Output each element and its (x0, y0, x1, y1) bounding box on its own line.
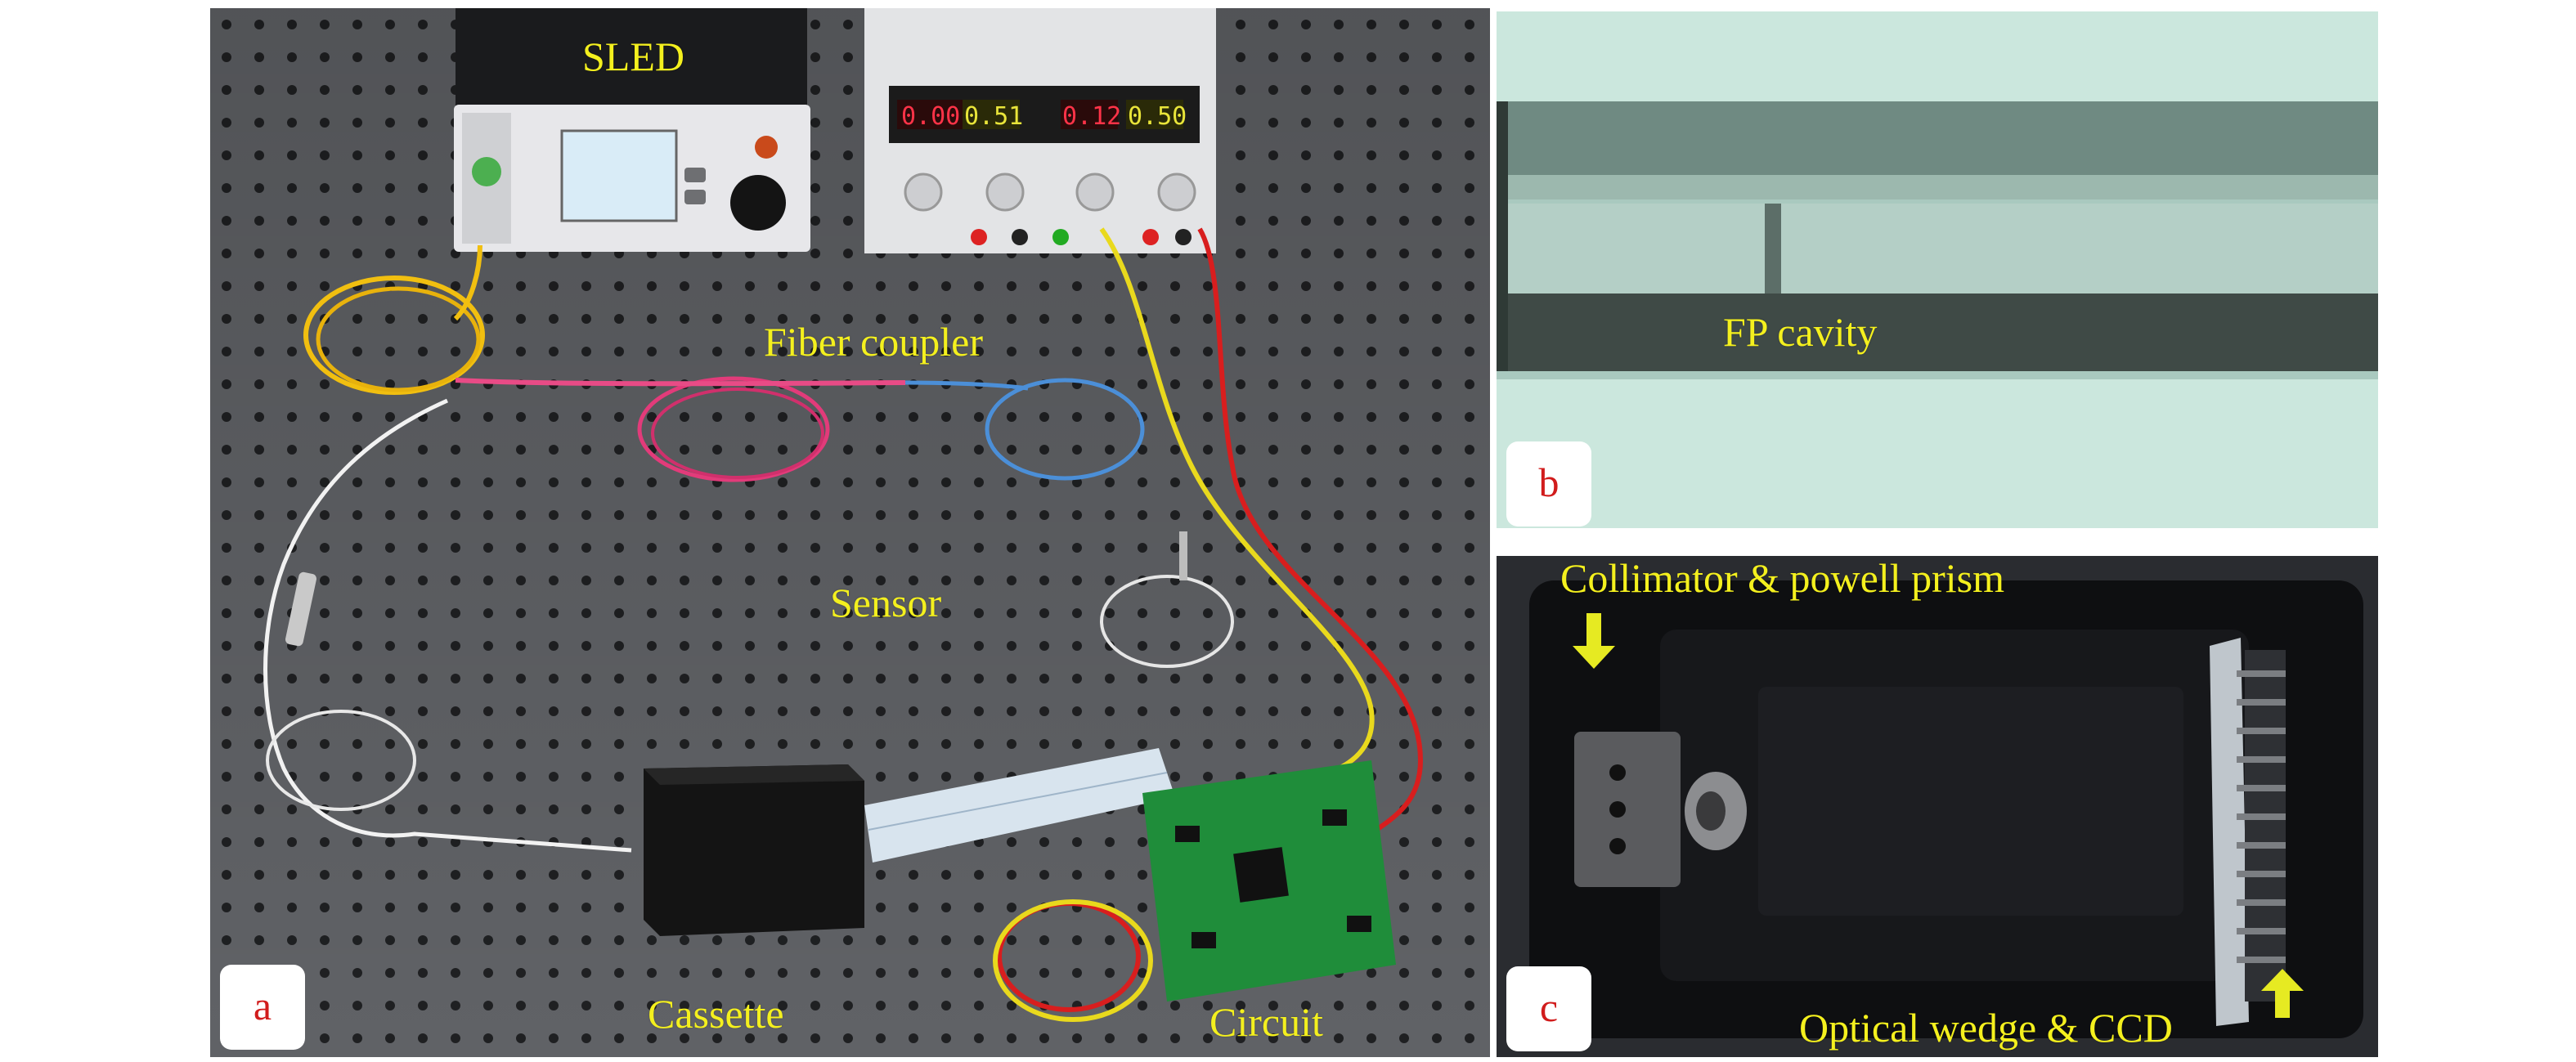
red-wire (1197, 227, 1424, 861)
circuit-board (1142, 760, 1396, 1002)
label-collimator-powell-prism: Collimator & powell prism (1560, 556, 2005, 601)
optical-housing-photo (1497, 556, 2378, 1057)
label-optical-wedge-ccd: Optical wedge & CCD (1799, 1005, 2173, 1051)
power-supply: 0.00 0.51 0.12 0.50 (864, 8, 1216, 253)
photo-panel-b: FP cavity b (1497, 11, 2378, 528)
label-sled: SLED (582, 34, 684, 79)
yellow-wire (1099, 227, 1375, 771)
label-fiber-coupler: Fiber coupler (764, 319, 983, 365)
arrow-up-icon (2261, 969, 2304, 1018)
sled-source (454, 8, 810, 252)
cassette-box (644, 764, 864, 936)
label-fp-cavity: FP cavity (1723, 309, 1878, 355)
panel-c-badge: c (1506, 966, 1591, 1051)
panel-a-badge: a (220, 965, 305, 1050)
arrow-down-icon (1573, 613, 1615, 669)
white-fiber (263, 398, 632, 853)
label-sensor: Sensor (830, 580, 942, 625)
fiber-lower-edge (1497, 294, 2378, 371)
blue-fiber-coil (985, 378, 1145, 481)
photo-panel-c: Collimator & powell prism Optical wedge … (1497, 556, 2378, 1057)
display-readout-4: 0.50 (1128, 102, 1187, 131)
experimental-setup-photo: 0.00 0.51 0.12 0.50 (210, 8, 1490, 1057)
ccd-sensor (2245, 650, 2286, 1002)
fp-cavity-gap (1765, 204, 1781, 294)
photo-panel-a: 0.00 0.51 0.12 0.50 (210, 8, 1490, 1057)
ribbon-cable (864, 748, 1175, 863)
fiber-coupler-coil (637, 376, 830, 482)
fp-cavity-micrograph (1497, 11, 2378, 528)
label-cassette: Cassette (648, 991, 784, 1037)
collimator-block (1574, 732, 1681, 887)
label-circuit: Circuit (1209, 999, 1323, 1045)
display-readout-2: 0.51 (964, 102, 1023, 131)
sensor-coil (1100, 575, 1234, 668)
yellow-fiber-coil (303, 276, 485, 395)
display-readout-1: 0.00 (901, 102, 960, 131)
panel-b-badge: b (1506, 441, 1591, 527)
display-readout-3: 0.12 (1062, 102, 1121, 131)
